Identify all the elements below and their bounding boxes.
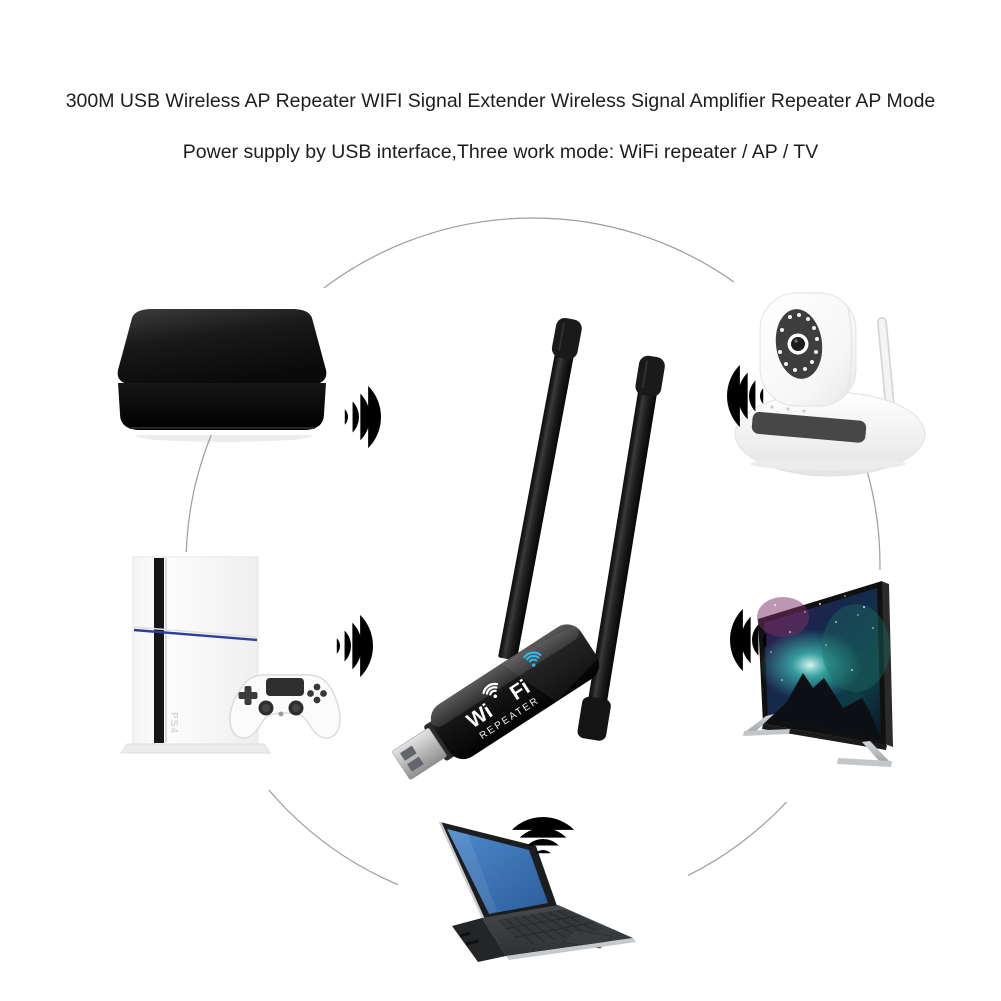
laptop-screen bbox=[447, 829, 548, 914]
repeater-logo-fan bbox=[482, 682, 499, 699]
ip-camera bbox=[734, 292, 926, 477]
ps4-seam bbox=[133, 626, 258, 638]
tv-screen-stars bbox=[0, 595, 874, 681]
tv-screen-mountain bbox=[768, 673, 881, 739]
camera-status-band bbox=[751, 411, 867, 443]
repeater-antenna-right bbox=[577, 355, 665, 741]
laptop-screen-glare bbox=[447, 829, 497, 914]
camera-base-dots bbox=[770, 405, 806, 413]
controller-dpad bbox=[238, 686, 258, 705]
ps4-logo: PS4 bbox=[168, 712, 179, 734]
title-line-1: 300M USB Wireless AP Repeater WIFI Signa… bbox=[65, 90, 936, 112]
ps4-controller bbox=[229, 674, 341, 739]
tv-screen-glow bbox=[758, 629, 862, 701]
repeater-body-reflection bbox=[501, 624, 599, 702]
laptop-front-edge bbox=[506, 938, 636, 960]
ps4-console: PS4 bbox=[120, 556, 341, 754]
laptop bbox=[438, 821, 636, 962]
ps4-stand bbox=[120, 743, 271, 754]
controller-analog-sticks bbox=[258, 700, 304, 716]
usb-wifi-repeater: Wi Fi REPEATER bbox=[392, 317, 665, 780]
tv-box bbox=[117, 309, 327, 430]
usb-connector bbox=[392, 728, 447, 780]
controller-body bbox=[229, 674, 341, 739]
tv-screen-nebula-purple bbox=[757, 597, 809, 637]
camera-head-seam bbox=[846, 307, 853, 393]
camera-ir-leds bbox=[778, 313, 819, 372]
ps4-front-groove bbox=[154, 558, 164, 743]
repeater-body-sheen bbox=[428, 621, 580, 727]
title-line-2: Power supply by USB interface,Three work… bbox=[182, 141, 819, 163]
repeater-cyan-wifi-icon bbox=[523, 651, 542, 667]
controller-ps-button bbox=[278, 711, 284, 717]
laptop-keyboard bbox=[497, 909, 607, 946]
laptop-lid-edge bbox=[438, 821, 486, 921]
tv-box-top-face bbox=[117, 309, 327, 385]
laptop-left-side bbox=[452, 918, 506, 962]
tv-screen-nebula-teal bbox=[822, 604, 890, 692]
tv-legs bbox=[743, 714, 892, 767]
camera-lens-glint bbox=[794, 339, 798, 343]
repeater-body-group: Wi Fi REPEATER bbox=[392, 621, 600, 780]
camera-base-shadow bbox=[750, 458, 906, 470]
repeater-body bbox=[430, 624, 600, 760]
controller-touchpad bbox=[266, 678, 304, 696]
tv-box-front-face bbox=[118, 383, 326, 430]
camera-lens bbox=[791, 337, 805, 351]
repeater-antenna-left bbox=[498, 317, 582, 661]
controller-buttons bbox=[307, 683, 327, 704]
ps4-blue-light-line bbox=[133, 628, 258, 642]
tv-bottom-edge bbox=[762, 724, 887, 750]
laptop-ports bbox=[459, 931, 479, 946]
tv-side-edge bbox=[881, 581, 893, 747]
smart-tv bbox=[0, 581, 893, 767]
ps4-groove-highlight bbox=[165, 558, 167, 743]
